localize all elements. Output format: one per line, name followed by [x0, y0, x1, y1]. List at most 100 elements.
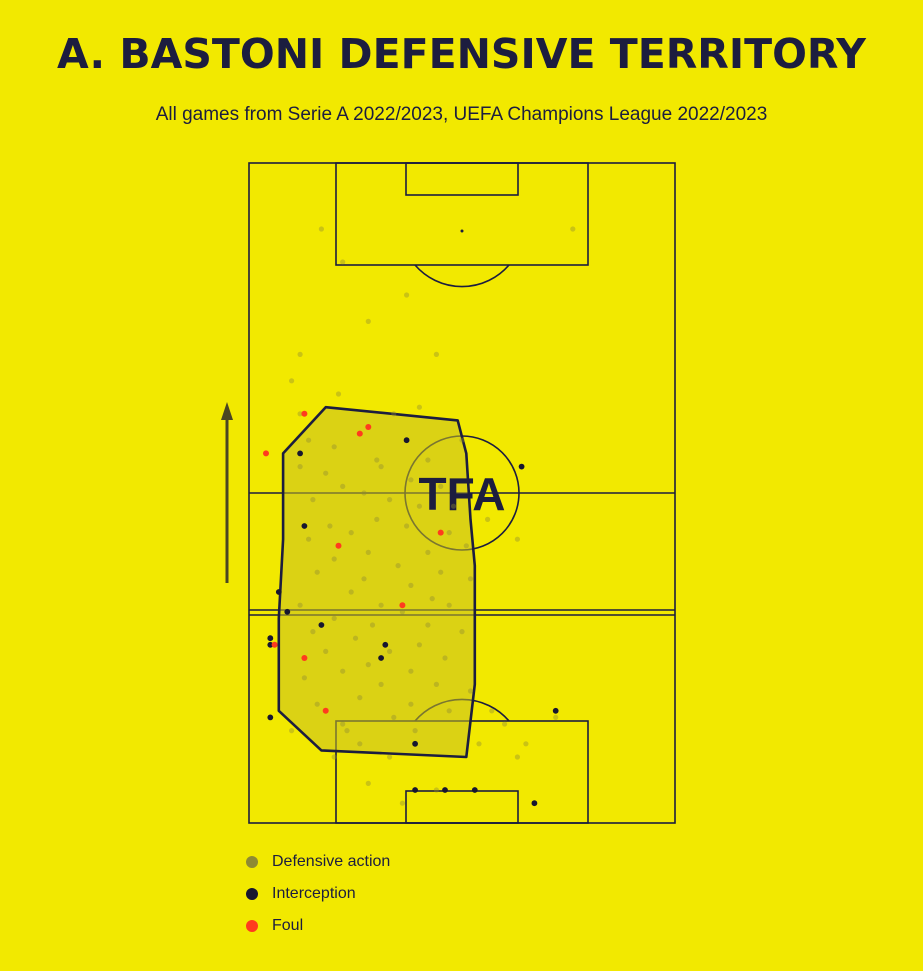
defensive-action-point	[310, 497, 316, 503]
interception-point	[297, 450, 303, 457]
defensive-action-point	[340, 721, 346, 727]
defensive-action-point	[357, 741, 363, 747]
defensive-action-point	[378, 602, 384, 608]
defensive-action-point	[374, 516, 380, 523]
defensive-action-point	[361, 490, 367, 496]
defensive-action-point	[357, 695, 363, 701]
legend-item-foul: Foul	[246, 910, 390, 942]
defensive-action-point	[387, 754, 393, 760]
defensive-action-point	[395, 563, 401, 569]
defensive-action-point	[374, 457, 380, 463]
legend-dot-foul	[246, 920, 258, 932]
defensive-action-point	[429, 596, 435, 602]
legend-dot-interception	[246, 888, 258, 900]
defensive-action-point	[425, 457, 431, 463]
defensive-action-point	[348, 530, 354, 536]
defensive-action-point	[387, 648, 393, 655]
defensive-action-point	[340, 259, 346, 265]
defensive-action-point	[348, 589, 354, 595]
legend: Defensive action Interception Foul	[246, 846, 390, 942]
defensive-action-point	[450, 503, 457, 509]
legend-item-defensive-action: Defensive action	[246, 846, 390, 878]
defensive-action-point	[297, 464, 303, 470]
foul-point	[271, 641, 278, 648]
legend-label-foul: Foul	[272, 917, 304, 934]
defensive-action-point	[323, 470, 329, 476]
defensive-action-point	[408, 582, 414, 589]
defensive-action-point	[331, 754, 337, 760]
attack-direction-arrow	[221, 402, 233, 583]
defensive-action-point	[314, 701, 320, 707]
foul-point	[437, 529, 444, 536]
defensive-action-point	[310, 629, 316, 635]
interception-point	[471, 787, 478, 793]
foul-point	[399, 602, 406, 609]
top-penalty-arc	[414, 264, 510, 288]
defensive-action-point	[514, 536, 521, 542]
defensive-action-point	[378, 681, 384, 688]
defensive-action-point	[331, 615, 337, 622]
defensive-action-point	[416, 503, 422, 509]
defensive-action-point	[331, 556, 337, 562]
defensive-action-point	[433, 351, 439, 357]
defensive-action-point	[416, 642, 422, 648]
foul-point	[263, 450, 269, 457]
defensive-action-point	[391, 411, 397, 417]
defensive-action-point	[408, 701, 414, 707]
defensive-action-point	[570, 226, 576, 232]
foul-point	[356, 430, 363, 437]
defensive-action-point	[467, 576, 474, 582]
arrow-head	[221, 402, 233, 420]
defensive-action-point	[446, 708, 452, 714]
foul-point	[365, 424, 372, 430]
defensive-action-point	[438, 569, 444, 575]
defensive-action-point	[297, 602, 303, 608]
chart-title: A. BASTONI DEFENSIVE TERRITORY	[57, 30, 866, 78]
defensive-action-point	[446, 602, 452, 608]
interception-point	[318, 622, 325, 628]
defensive-action-point	[369, 622, 376, 628]
interception-point	[301, 523, 308, 529]
top-penalty-box	[335, 162, 589, 266]
bottom-goal-area	[405, 790, 519, 824]
defensive-action-point	[399, 800, 405, 806]
legend-item-interception: Interception	[246, 878, 390, 910]
legend-dot-defensive-action	[246, 856, 258, 868]
foul-point	[301, 655, 308, 661]
interception-point	[552, 707, 559, 714]
defensive-action-point	[365, 318, 371, 324]
defensive-action-point	[459, 437, 465, 443]
defensive-action-point	[306, 536, 312, 542]
defensive-action-point	[514, 754, 521, 760]
legend-label-interception: Interception	[272, 885, 356, 902]
foul-point	[335, 542, 342, 549]
interception-point	[275, 589, 282, 595]
defensive-action-point	[404, 523, 410, 529]
defensive-action-point	[438, 483, 444, 489]
defensive-action-point	[463, 543, 469, 549]
interception-point	[267, 641, 274, 648]
interception-point	[531, 800, 538, 807]
defensive-action-point	[365, 662, 371, 668]
defensive-action-point	[412, 728, 418, 734]
defensive-action-point	[365, 549, 371, 556]
interception-point	[412, 740, 418, 747]
center-spot	[460, 229, 464, 233]
defensive-action-point	[335, 391, 342, 397]
defensive-action-point	[485, 516, 491, 523]
top-goal-area	[405, 162, 519, 196]
defensive-action-point	[297, 351, 303, 357]
defensive-action-point	[433, 681, 439, 688]
defensive-territory-hull	[277, 405, 477, 759]
defensive-action-point	[425, 622, 431, 628]
defensive-action-point	[442, 655, 448, 661]
defensive-action-point	[502, 721, 508, 727]
legend-label-defensive-action: Defensive action	[272, 853, 391, 870]
data-points	[263, 226, 576, 807]
defensive-action-point	[318, 226, 324, 232]
defensive-action-point	[378, 464, 384, 470]
foul-point	[301, 410, 308, 417]
defensive-action-point	[361, 576, 367, 582]
defensive-action-point	[459, 629, 465, 635]
defensive-action-point	[340, 668, 346, 674]
